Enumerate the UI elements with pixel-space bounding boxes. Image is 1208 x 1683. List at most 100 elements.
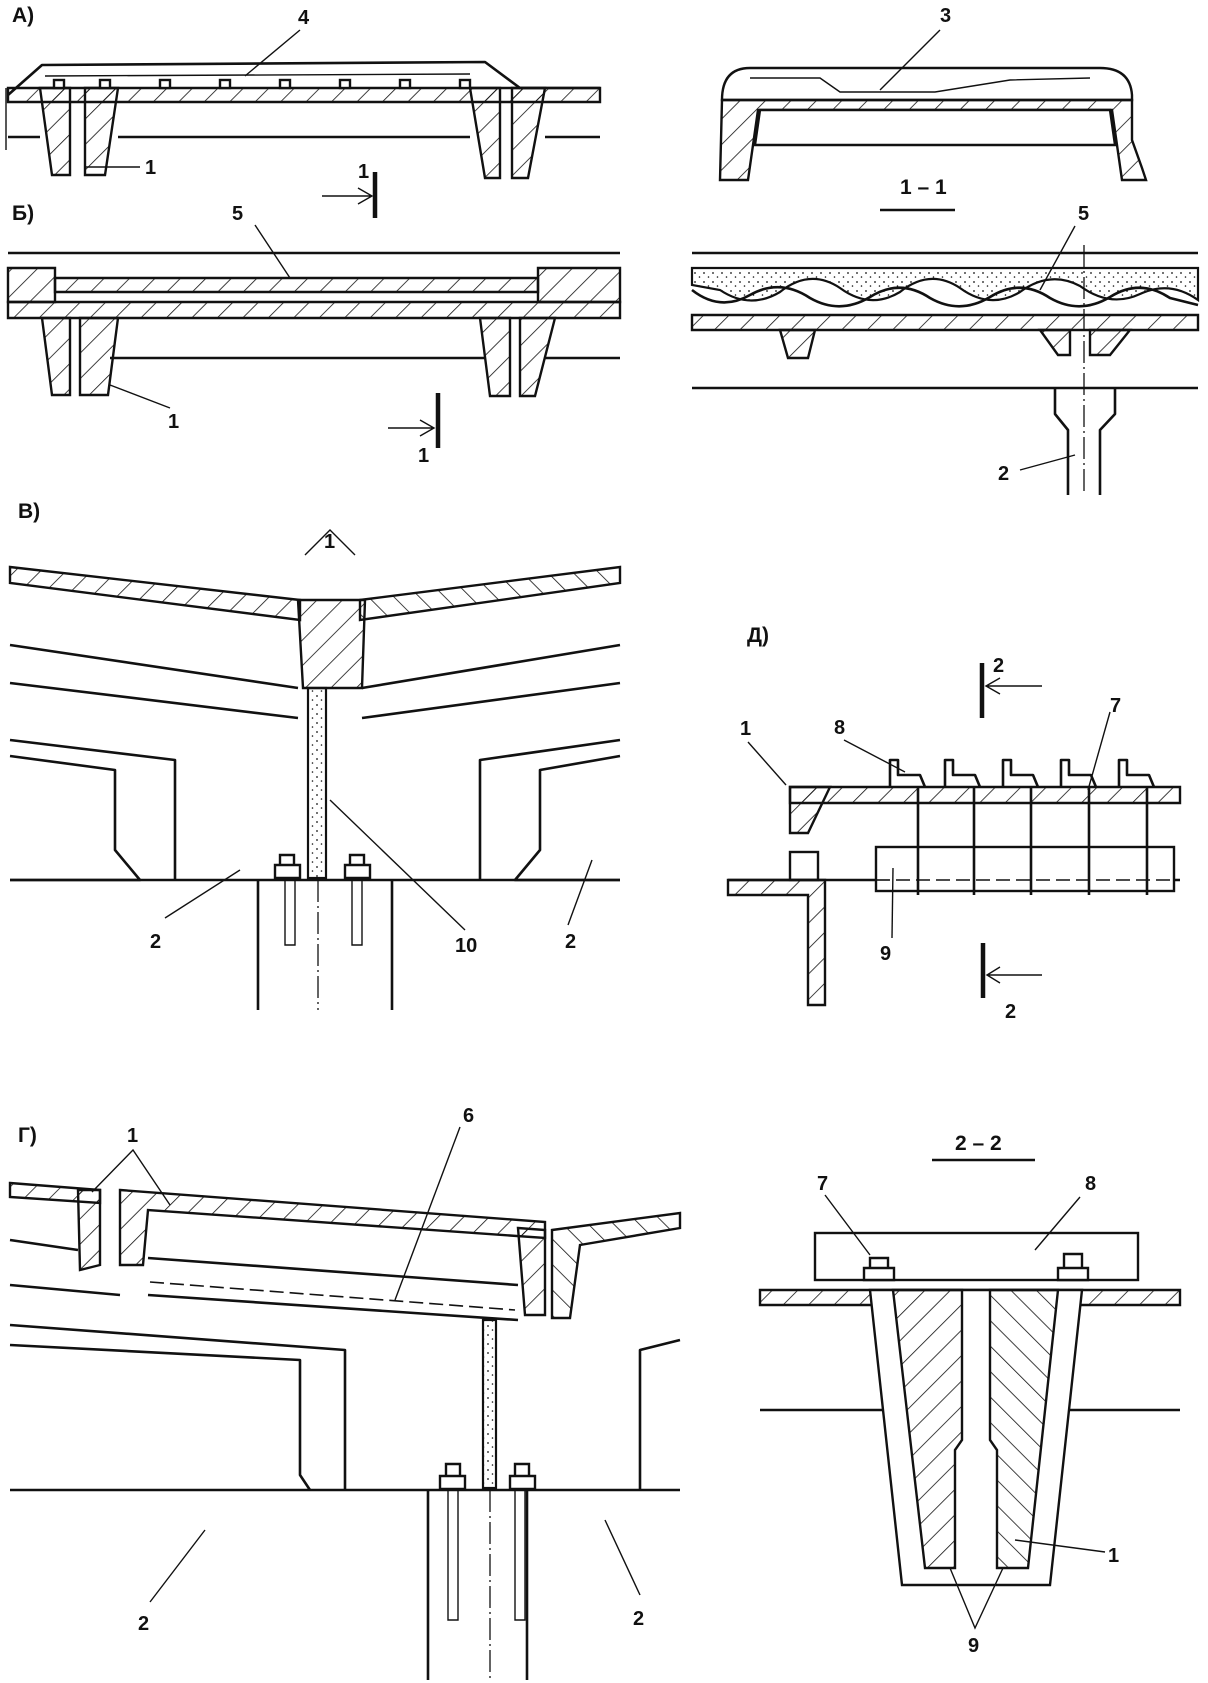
column-2 <box>1053 388 1117 495</box>
section-1-1-corrugated: 5 2 <box>690 203 1200 495</box>
panel-v-roof-right <box>358 565 622 622</box>
panel-a-rib-right-1 <box>468 86 502 180</box>
callout-8: 8 <box>1085 1173 1096 1195</box>
panel-d-beam-9 <box>874 845 1176 893</box>
cut-mark-2-top: 2 <box>979 655 1042 718</box>
callout-leader <box>109 384 171 409</box>
panel-a-rib-right-2 <box>510 86 547 180</box>
cut-mark-2-bottom: 2 <box>980 943 1042 1023</box>
panel-a-seal-layer <box>44 73 471 77</box>
anchor-bolts <box>447 1490 526 1621</box>
cut-mark-label: 1 <box>358 161 369 183</box>
callout-leader <box>254 224 291 279</box>
section-1-1-title: 1 – 1 <box>900 176 947 199</box>
section-seal <box>750 77 1091 93</box>
callout-leader <box>1014 1539 1106 1553</box>
panel-a-label: А) <box>12 4 34 27</box>
section-2-2: 2 – 2 7 8 1 9 <box>758 1132 1182 1657</box>
bolt-icon <box>862 1256 896 1282</box>
bolt-icon <box>343 853 372 880</box>
panel-v-frame-right <box>478 738 621 882</box>
panel-g: Г) 1 6 2 2 <box>8 1105 682 1680</box>
section-fill-layer <box>690 266 1200 303</box>
section-2-2-rib-left <box>891 1288 964 1570</box>
callout-leader <box>949 1567 1004 1630</box>
callout-7: 7 <box>817 1173 828 1195</box>
corrugated-sheet <box>691 285 1199 308</box>
panel-a-clips <box>52 78 472 90</box>
section-cover <box>720 66 1134 102</box>
callout-2: 2 <box>565 931 576 953</box>
panel-b: Б) 5 1 <box>6 202 622 433</box>
panel-d-slab <box>788 785 1182 805</box>
panel-g-post <box>481 1318 498 1490</box>
panel-g-roof-panel <box>118 1188 547 1267</box>
anchor-bolts <box>284 880 363 946</box>
panel-b-end-right <box>536 266 622 304</box>
callout-5: 5 <box>1078 203 1089 225</box>
panel-v-frame-left <box>9 738 177 882</box>
callout-leader <box>879 29 941 91</box>
section-cavity <box>753 108 1117 147</box>
section-rib <box>1088 328 1133 357</box>
panel-v: В) 1 2 10 2 <box>8 500 622 1010</box>
section-rib <box>778 328 817 360</box>
panel-g-frame-right <box>638 1338 681 1490</box>
callout-leader <box>149 1529 206 1603</box>
callout-2: 2 <box>150 931 161 953</box>
panel-b-rib <box>518 316 557 398</box>
bolt-icon <box>273 853 302 880</box>
callout-2: 2 <box>633 1608 644 1630</box>
panel-d-wall <box>726 878 827 1007</box>
panel-g-joint-rib <box>76 1188 102 1272</box>
callout-1: 1 <box>324 531 335 553</box>
callout-leader <box>394 1126 461 1301</box>
panel-b-end-left <box>6 266 57 304</box>
panel-d: Д) 2 1 8 7 9 2 <box>726 624 1182 1023</box>
section-2-2-rib-right <box>988 1288 1060 1570</box>
callout-7: 7 <box>1110 695 1121 717</box>
panel-d-edge-rib <box>788 785 832 835</box>
bolt-icon <box>1056 1252 1090 1282</box>
cut-mark-1-top: 1 <box>322 161 378 218</box>
callout-9: 9 <box>880 943 891 965</box>
callout-leader <box>1039 225 1076 291</box>
callout-2: 2 <box>138 1613 149 1635</box>
panel-b-slab <box>6 300 622 320</box>
callout-leader <box>891 867 894 939</box>
cut-mark-label: 2 <box>993 655 1004 677</box>
callout-4: 4 <box>298 7 310 29</box>
callout-leader <box>747 741 787 786</box>
panel-g-frame-left <box>9 1323 347 1491</box>
panel-d-label: Д) <box>747 624 769 647</box>
panel-a-rib-left-1 <box>38 86 72 177</box>
panel-d-support-block <box>788 850 820 882</box>
callout-2: 2 <box>998 463 1009 485</box>
callout-leader <box>567 859 593 926</box>
callout-8: 8 <box>834 717 845 739</box>
section-2-2-title: 2 – 2 <box>955 1132 1002 1155</box>
callout-6: 6 <box>463 1105 474 1127</box>
panel-v-column <box>256 880 394 1010</box>
callout-leader <box>824 1194 871 1256</box>
panel-a-rib-left-2 <box>83 86 120 177</box>
panel-d-clamps <box>888 758 1156 895</box>
bolt-icon <box>508 1462 537 1491</box>
callout-5: 5 <box>232 203 243 225</box>
panel-b-rib <box>78 316 120 397</box>
callout-1: 1 <box>740 718 751 740</box>
panel-b-rib <box>40 316 72 397</box>
panel-g-column <box>426 1490 529 1680</box>
cut-mark-label: 1 <box>418 445 429 467</box>
panel-v-beam-lines <box>9 643 621 720</box>
section-1-1-top-view: 3 1 – 1 <box>718 5 1148 212</box>
panel-b-rib <box>478 316 512 398</box>
callout-3: 3 <box>940 5 951 27</box>
callout-10: 10 <box>455 935 477 957</box>
callout-leader <box>244 29 301 77</box>
panel-a: А) 4 1 <box>5 4 602 180</box>
panel-v-post <box>306 686 328 880</box>
section-rib <box>1037 328 1072 357</box>
callout-leader <box>1034 1196 1081 1251</box>
